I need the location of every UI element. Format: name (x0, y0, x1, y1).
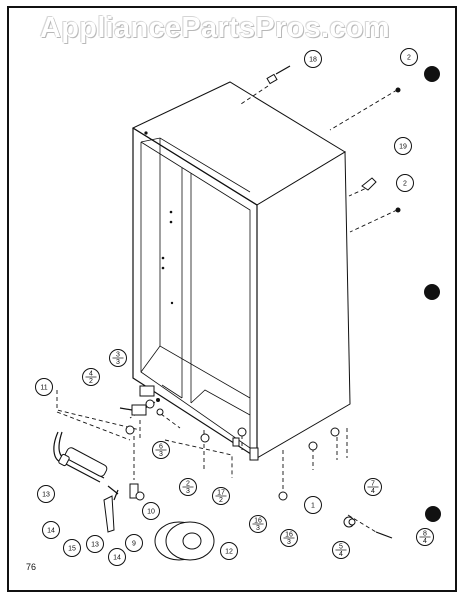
callout-number: 9 (132, 541, 136, 548)
callout-number: 16 (254, 518, 262, 525)
callout-number: 11 (40, 385, 47, 392)
callout-subnumber: 3 (116, 359, 120, 366)
callout-number: 10 (147, 509, 155, 516)
callout-c2a: 2 (400, 48, 418, 66)
callout-c2b: 2 (396, 174, 414, 192)
callout-circle (142, 502, 160, 520)
callout-circle (220, 542, 238, 560)
page-number: 76 (26, 562, 37, 572)
callout-number: 13 (91, 542, 99, 549)
callout-number: 19 (399, 144, 407, 151)
callout-c5-4: 54 (332, 541, 350, 559)
callout-circle (394, 137, 412, 155)
callout-number: 12 (225, 549, 233, 556)
callout-subnumber: 3 (186, 488, 190, 495)
callout-c15: 15 (63, 539, 81, 557)
callout-circle (304, 50, 322, 68)
callout-circle (108, 548, 126, 566)
callout-circle (125, 534, 143, 552)
callout-number: 14 (47, 528, 55, 535)
callout-c18: 18 (304, 50, 322, 68)
callout-subnumber: 4 (423, 538, 427, 545)
callout-c16-3b: 163 (280, 529, 298, 547)
callout-c6-3: 63 (152, 441, 170, 459)
callout-number: 8 (423, 531, 427, 538)
callout-circle (42, 521, 60, 539)
callout-number: 13 (42, 492, 50, 499)
callout-circle (400, 48, 418, 66)
callout-number: 3 (116, 352, 120, 359)
callout-c9: 9 (125, 534, 143, 552)
callout-c4-2: 42 (82, 368, 100, 386)
callout-number: 17 (217, 490, 225, 497)
binder-hole-top (424, 66, 440, 82)
callout-number: 1 (311, 503, 315, 510)
callout-number: 4 (89, 371, 93, 378)
callout-c3-3: 33 (109, 349, 127, 367)
callout-subnumber: 3 (256, 525, 260, 532)
callout-circle (396, 174, 414, 192)
binder-hole-middle (424, 284, 440, 300)
callout-subnumber: 4 (371, 488, 375, 495)
callout-c13b: 13 (86, 535, 104, 553)
binder-hole-bottom (425, 506, 441, 522)
hardware-parts (53, 65, 401, 561)
callout-subnumber: 2 (219, 497, 223, 504)
callout-number: 15 (68, 546, 76, 553)
scan-edge-strip (0, 593, 467, 600)
callout-c16-3a: 163 (249, 515, 267, 533)
callout-circle (35, 378, 53, 396)
callout-c14b: 14 (108, 548, 126, 566)
callout-number: 5 (339, 544, 343, 551)
callout-circle (304, 496, 322, 514)
callout-c7-4: 74 (364, 478, 382, 496)
cabinet-shell (131, 81, 351, 461)
callout-c11: 11 (35, 378, 53, 396)
callout-subnumber: 3 (287, 539, 291, 546)
callout-subnumber: 3 (159, 451, 163, 458)
callout-number: 6 (159, 444, 163, 451)
callout-number: 7 (371, 481, 375, 488)
watermark: AppliancePartsPros.com (40, 12, 390, 44)
callout-c13a: 13 (37, 485, 55, 503)
callout-subnumber: 2 (89, 378, 93, 385)
callout-circle (63, 539, 81, 557)
callout-number: 18 (309, 57, 317, 64)
callout-c1: 1 (304, 496, 322, 514)
callout-subnumber: 4 (339, 551, 343, 558)
callout-circle (86, 535, 104, 553)
callout-number: 2 (186, 481, 190, 488)
callout-c17-2: 172 (212, 487, 230, 505)
diagram-frame (7, 6, 457, 592)
callout-c14a: 14 (42, 521, 60, 539)
callout-number: 2 (407, 55, 411, 62)
callout-number: 14 (113, 555, 121, 562)
callout-number: 2 (403, 181, 407, 188)
callout-circle (37, 485, 55, 503)
callout-c8-4: 84 (416, 528, 434, 546)
callout-c19: 19 (394, 137, 412, 155)
callout-number: 16 (285, 532, 293, 539)
callout-c10: 10 (142, 502, 160, 520)
callout-c2-3: 23 (179, 478, 197, 496)
callout-c12: 12 (220, 542, 238, 560)
